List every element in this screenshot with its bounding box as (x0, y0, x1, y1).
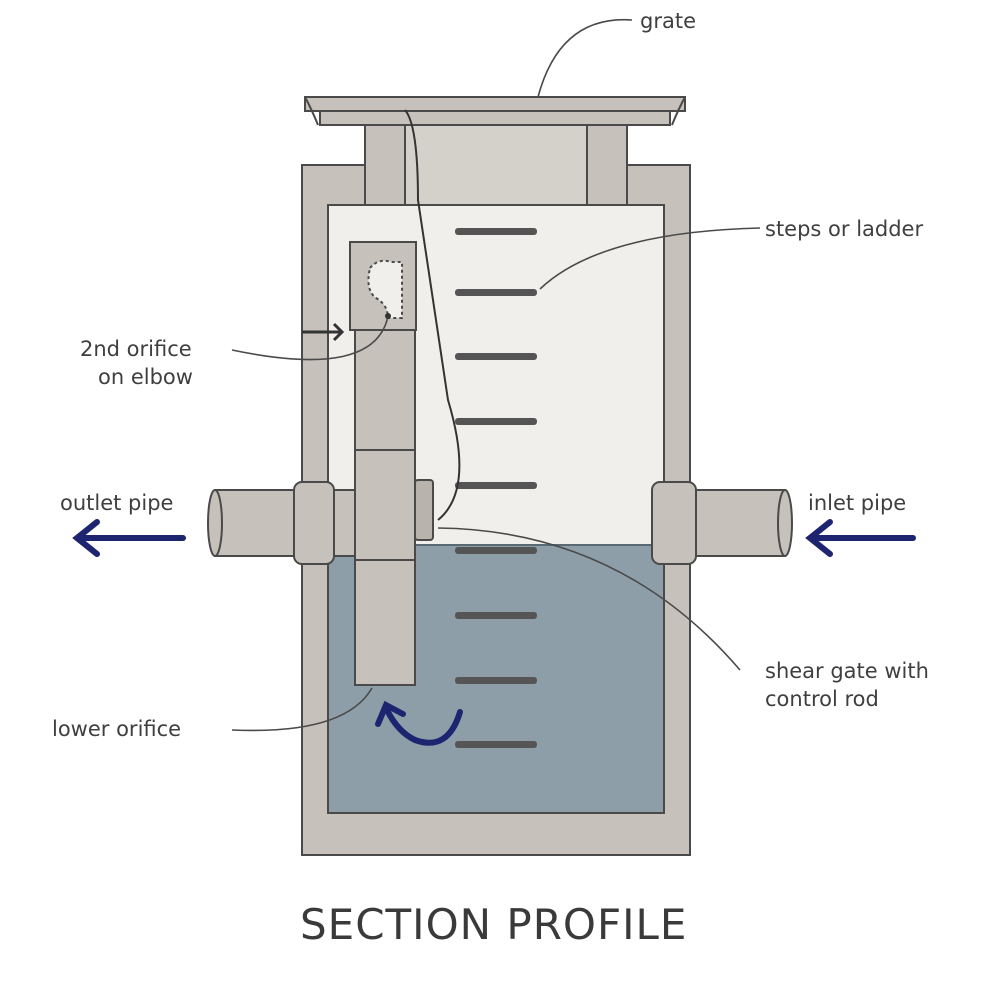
orifice2-label-line2: on elbow (98, 365, 193, 389)
orifice2-leader (231, 315, 389, 361)
orifice2-marker-arrow (302, 322, 345, 342)
ladder-rung (455, 353, 537, 360)
outlet-pipe (207, 481, 356, 565)
inlet-label: inlet pipe (808, 491, 907, 515)
control-rod (404, 109, 461, 521)
ladder-rung (455, 677, 537, 684)
steps-label: steps or ladder (765, 217, 924, 241)
grate-edge-right (671, 96, 686, 126)
standpipe (349, 241, 434, 686)
lower-orifice-leader (231, 687, 373, 732)
lower-riser (354, 559, 416, 686)
riser-block-right (586, 124, 628, 206)
vertical-riser (354, 329, 416, 451)
grate-assembly (304, 96, 686, 206)
grate-leader (537, 18, 633, 98)
lower-orifice-label: lower orifice (52, 717, 182, 741)
second-orifice-opening (367, 259, 403, 319)
grate-frame (304, 96, 686, 112)
arrow-left-icon (72, 519, 186, 557)
tee-junction (354, 449, 416, 561)
outlet-pipe-end (207, 489, 223, 557)
ladder-rung (455, 289, 537, 296)
ladder-rung (455, 228, 537, 235)
grate-lip (319, 110, 671, 126)
ladder-rungs (455, 228, 537, 748)
ladder-rung (455, 418, 537, 425)
riser-opening (404, 124, 588, 206)
shear-label-line1: shear gate with (765, 659, 929, 683)
grate-label: grate (640, 9, 696, 33)
figure-title: SECTION PROFILE (300, 900, 688, 949)
inlet-collar (651, 481, 697, 565)
ladder-rung (455, 612, 537, 619)
inlet-pipe-end (777, 489, 793, 557)
shear-label-line2: control rod (765, 687, 879, 711)
ladder-rung (455, 741, 537, 748)
inlet-pipe (651, 481, 793, 565)
curved-arrow-icon (375, 700, 463, 746)
orifice2-pointer-dot (385, 313, 391, 319)
arrow-left-icon (805, 519, 916, 557)
steps-leader (539, 227, 761, 290)
outlet-label: outlet pipe (60, 491, 174, 515)
grate-edge-left (304, 96, 319, 126)
outlet-collar (293, 481, 335, 565)
orifice2-label-line1: 2nd orifice (80, 337, 192, 361)
ladder-rung (455, 482, 537, 489)
leader-lines (231, 18, 761, 732)
ladder-rung (455, 547, 537, 554)
shear-leader (437, 527, 741, 671)
shear-gate (414, 479, 434, 541)
riser-block-left (364, 124, 406, 206)
